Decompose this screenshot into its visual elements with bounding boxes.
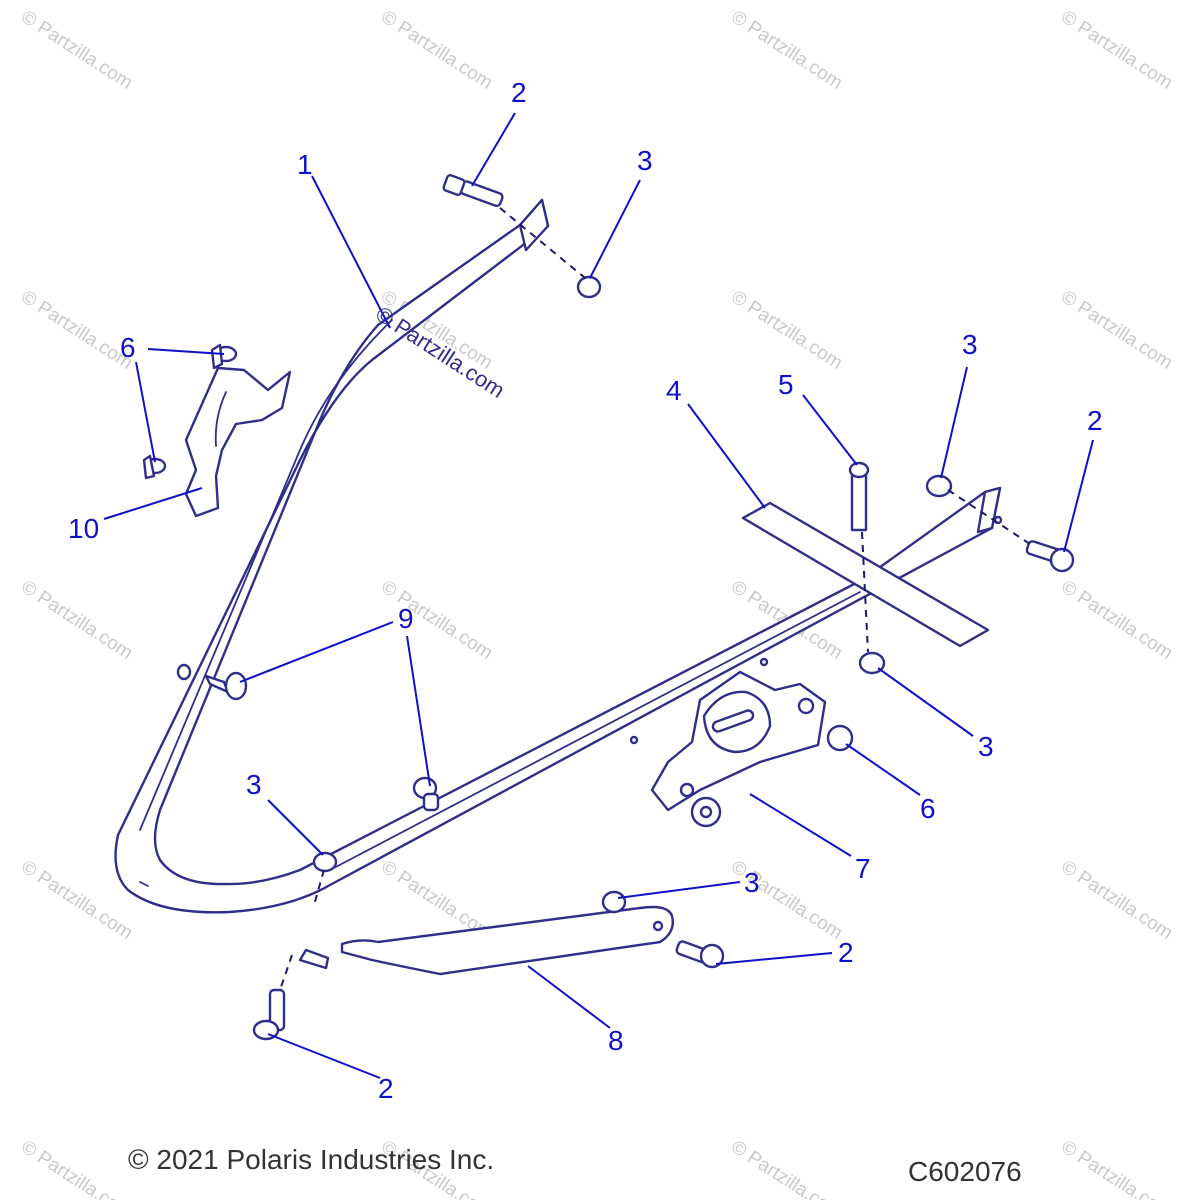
assembly-axis-lines [279,207,1031,991]
callout-6-right: 6 [920,793,936,824]
callout-6-left: 6 [120,332,136,363]
part-10-bracket [184,366,292,518]
diagram-code: C602076 [908,1156,1022,1187]
callout-9: 9 [398,603,414,634]
callout-2-right: 2 [1087,405,1103,436]
callout-5: 5 [778,369,794,400]
leader-lines [103,112,1094,1079]
watermark-r2-c3: © Partzilla.com [1057,577,1176,664]
callout-3-top: 3 [637,145,653,176]
part-5-bolt [848,461,870,532]
part-4-plate [741,501,990,648]
callout-3-left-low: 3 [246,769,262,800]
part-8-brace [298,905,674,976]
callout-3-right-mid: 3 [978,731,994,762]
fasteners [142,174,1075,1041]
watermark-r4-c0: © Partzilla.com [17,1137,136,1200]
part-7-bracket [650,670,827,828]
part-1-main-bar [114,198,1003,914]
callout-3-right-top: 3 [962,329,978,360]
callout-2-bottom-right: 2 [838,937,854,968]
watermark-r0-c2: © Partzilla.com [727,7,846,94]
callout-2-bottom-left: 2 [378,1073,394,1104]
callout-10: 10 [68,513,99,544]
callout-4: 4 [666,375,682,406]
copyright-notice: © 2021 Polaris Industries Inc. [128,1144,495,1175]
watermark-r0-c0: © Partzilla.com [17,7,136,94]
callout-8: 8 [608,1025,624,1056]
callout-labels: 2 3 1 6 10 4 5 3 2 9 3 6 3 7 3 2 8 2 [68,77,1103,1104]
callout-7: 7 [855,853,871,884]
watermark-r1-c2: © Partzilla.com [727,287,846,374]
callout-1: 1 [297,149,313,180]
watermark-grid: © Partzilla.com © Partzilla.com © Partzill… [17,7,1176,1200]
watermark-r2-c0: © Partzilla.com [17,577,136,664]
watermark-r0-c3: © Partzilla.com [1057,7,1176,94]
watermark-r1-c0: © Partzilla.com [17,287,136,374]
watermark-r4-c3: © Partzilla.com [1057,1137,1176,1200]
watermark-r0-c1: © Partzilla.com [377,7,496,94]
watermark-r2-c1: © Partzilla.com [377,577,496,664]
callout-2-top: 2 [511,77,527,108]
callout-3-bottom: 3 [744,867,760,898]
watermark-r3-c3: © Partzilla.com [1057,857,1176,944]
watermark-r1-c3: © Partzilla.com [1057,287,1176,374]
watermark-r4-c2: © Partzilla.com [727,1137,846,1200]
